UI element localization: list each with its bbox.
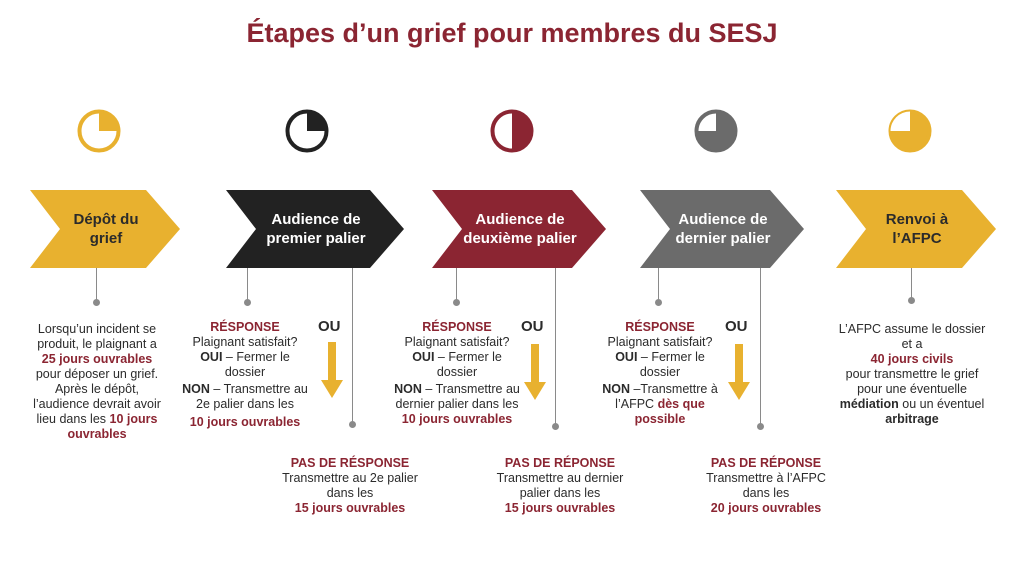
no-response-text: Transmettre au 2e palier dans les xyxy=(282,471,418,500)
response-question: Plaignant satisfait? xyxy=(404,335,510,349)
response-heading: RÉSPONSE xyxy=(625,320,695,334)
response-question: Plaignant satisfait? xyxy=(607,335,713,349)
oui-text: – Fermer le dossier xyxy=(224,350,290,379)
stage-label: Audience de dernier palier xyxy=(675,210,771,248)
response-question: Plaignant satisfait? xyxy=(192,335,298,349)
stage-chevron-premier: Audience de premier palier xyxy=(226,190,404,268)
arrow-down-icon xyxy=(524,344,546,400)
ou-label: OU xyxy=(318,318,341,335)
connector-dot xyxy=(908,297,915,304)
mediation-text: médiation xyxy=(839,397,899,411)
deadline-text: 15 jours ouvrables xyxy=(294,501,406,515)
connector-dot xyxy=(552,423,559,430)
connector-line xyxy=(352,268,353,424)
stage-chevron-dernier: Audience de dernier palier xyxy=(640,190,804,268)
oui-text: – Fermer le dossier xyxy=(639,350,705,379)
ou-label: OU xyxy=(725,318,748,335)
connector-line xyxy=(911,268,912,300)
stage-chevron-renvoi: Renvoi à l’AFPC xyxy=(836,190,996,268)
non-label: NON xyxy=(182,382,210,396)
arbitrage-text: arbitrage xyxy=(885,412,939,426)
text-line: pour transmettre le grief xyxy=(845,367,979,381)
connector-line xyxy=(760,268,761,426)
text-line: Lorsqu’un incident se xyxy=(37,322,157,336)
text-line: pour une éventuelle xyxy=(857,382,967,396)
clock-quarter-icon xyxy=(77,109,121,153)
text-line: L’AFPC assume le dossier xyxy=(838,322,986,336)
oui-label: OUI xyxy=(412,350,435,364)
ou-label: OU xyxy=(521,318,544,335)
non-label: NON xyxy=(602,382,630,396)
text-line: l’audience devrait avoir xyxy=(33,397,161,411)
connector-line xyxy=(96,268,97,302)
deadline-text: 10 jours ouvrables xyxy=(67,412,158,441)
non-label: NON xyxy=(394,382,422,396)
oui-label: OUI xyxy=(615,350,638,364)
oui-text: – Fermer le dossier xyxy=(436,350,502,379)
text-line: Après le dépôt, xyxy=(54,382,140,396)
no-response-text: Transmettre au dernier palier dans les xyxy=(496,471,624,500)
stage-label: Dépôt du grief xyxy=(73,210,139,248)
arrow-down-icon xyxy=(728,344,750,400)
connector-dot xyxy=(757,423,764,430)
non-text: – Transmettre au 2e palier dans les xyxy=(196,382,308,411)
stage-description: Lorsqu’un incident se produit, le plaign… xyxy=(22,322,172,442)
stage-label: Renvoi à l’AFPC xyxy=(885,210,949,248)
text-line: lieu dans les xyxy=(36,412,107,426)
connector-dot xyxy=(655,299,662,306)
clock-three-quarter-icon xyxy=(694,109,738,153)
response-heading: RÉSPONSE xyxy=(210,320,280,334)
text-line: et a xyxy=(901,337,923,351)
connector-dot xyxy=(244,299,251,306)
response-heading: RÉSPONSE xyxy=(422,320,492,334)
stage-chevron-deuxieme: Audience de deuxième palier xyxy=(432,190,606,268)
connector-dot xyxy=(93,299,100,306)
non-text: – Transmettre au dernier palier dans les xyxy=(395,382,520,411)
stage-description: L’AFPC assume le dossier et a 40 jours c… xyxy=(832,322,992,427)
no-response-block: PAS DE RÉPONSE Transmettre à l’AFPC dans… xyxy=(696,456,836,516)
text-line: produit, le plaignant a xyxy=(37,337,157,351)
connector-line xyxy=(555,268,556,426)
no-response-block: PAS DE RÉSPONSE Transmettre au 2e palier… xyxy=(280,456,420,516)
stage-label: Audience de premier palier xyxy=(266,210,366,248)
deadline-text: 20 jours ouvrables xyxy=(710,501,822,515)
no-response-heading: PAS DE RÉPONSE xyxy=(710,456,822,470)
connector-line xyxy=(658,268,659,302)
arrow-down-icon xyxy=(321,342,343,398)
response-block: RÉSPONSE Plaignant satisfait? OUI – Ferm… xyxy=(596,320,724,427)
deadline-text: 10 jours ouvrables xyxy=(189,415,301,429)
no-response-heading: PAS DE RÉSPONSE xyxy=(290,456,410,470)
connector-dot xyxy=(349,421,356,428)
connector-line xyxy=(247,268,248,302)
no-response-text: Transmettre à l’AFPC dans les xyxy=(706,471,826,500)
text-line: ou un éventuel xyxy=(902,397,985,411)
no-response-heading: PAS DE RÉPONSE xyxy=(504,456,616,470)
clock-half-icon xyxy=(490,109,534,153)
response-block: RÉSPONSE Plaignant satisfait? OUI – Ferm… xyxy=(180,320,310,430)
connector-line xyxy=(456,268,457,302)
deadline-text: 25 jours ouvrables xyxy=(41,352,153,366)
deadline-text: 15 jours ouvrables xyxy=(504,501,616,515)
non-text: –Transmettre à l’AFPC xyxy=(615,382,718,411)
page-title: Étapes d’un grief pour membres du SESJ xyxy=(246,18,778,48)
deadline-text: dès que possible xyxy=(634,397,705,426)
deadline-text: 40 jours civils xyxy=(870,352,954,366)
clock-full-icon xyxy=(888,109,932,153)
response-block: RÉSPONSE Plaignant satisfait? OUI – Ferm… xyxy=(392,320,522,427)
text-line: pour déposer un grief. xyxy=(35,367,159,381)
deadline-text: 10 jours ouvrables xyxy=(401,412,513,426)
no-response-block: PAS DE RÉPONSE Transmettre au dernier pa… xyxy=(490,456,630,516)
connector-dot xyxy=(453,299,460,306)
stage-label: Audience de deuxième palier xyxy=(463,210,577,248)
clock-quarter-icon xyxy=(285,109,329,153)
stage-chevron-depot: Dépôt du grief xyxy=(30,190,180,268)
oui-label: OUI xyxy=(200,350,223,364)
